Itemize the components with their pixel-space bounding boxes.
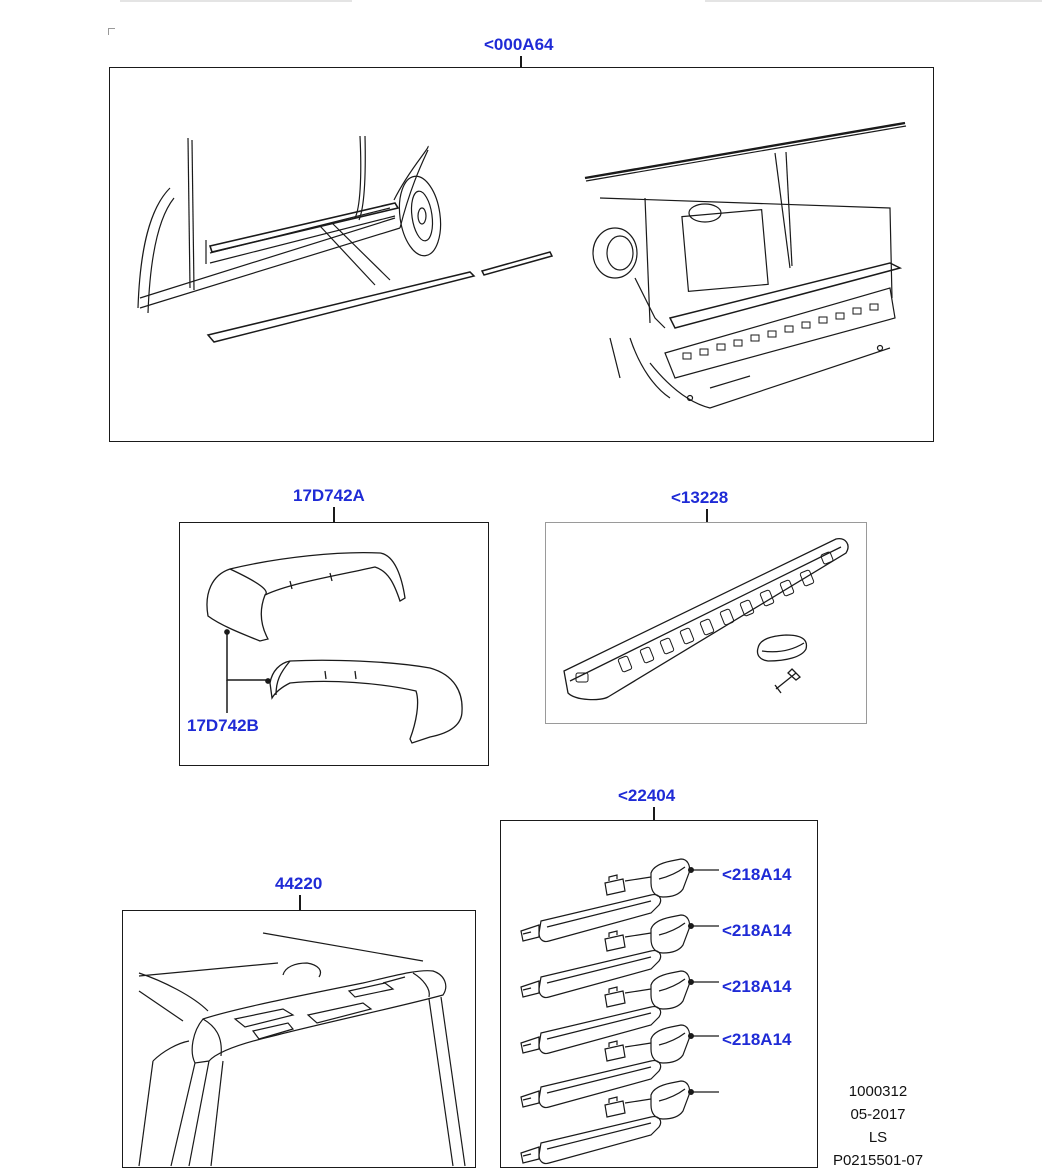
corner-mark xyxy=(108,28,115,35)
spoiler-illustration xyxy=(123,911,477,1169)
callout-handle-cover-2[interactable]: <218A14 xyxy=(722,921,792,940)
footer-date: 05-2017 xyxy=(850,1106,906,1123)
footer-model: LS xyxy=(868,1129,888,1146)
callout-handle-cover-3[interactable]: <218A14 xyxy=(722,977,792,996)
callout-spoiler[interactable]: 44220 xyxy=(275,874,323,893)
panel-main xyxy=(109,67,934,442)
callout-bumper-protector[interactable]: <13228 xyxy=(671,488,729,507)
top-bar-right xyxy=(705,0,1042,2)
callout-handle-cover-1[interactable]: <218A14 xyxy=(722,865,792,884)
panel-bumper-protector xyxy=(545,522,867,724)
leader-main xyxy=(520,56,522,68)
callout-door-handles[interactable]: <22404 xyxy=(618,786,676,805)
footer-code-1: 1000312 xyxy=(848,1083,908,1100)
panel-mirror-caps xyxy=(179,522,489,766)
top-bar-left xyxy=(120,0,352,2)
panel-door-handles xyxy=(500,820,818,1168)
footer-illustration-id: P0215501-07 xyxy=(832,1152,924,1169)
callout-mirror-cap-a[interactable]: 17D742A xyxy=(293,486,365,505)
leader-mirror-cap-a xyxy=(333,507,335,523)
callout-main[interactable]: <000A64 xyxy=(484,35,554,54)
bumper-protector-illustration xyxy=(546,523,868,725)
leader-door-handles xyxy=(653,807,655,821)
callout-handle-cover-4[interactable]: <218A14 xyxy=(722,1030,792,1049)
side-moulding-illustration xyxy=(110,68,935,443)
leader-bumper-protector xyxy=(706,509,708,523)
callout-mirror-cap-b[interactable]: 17D742B xyxy=(187,716,259,735)
mirror-caps-illustration xyxy=(180,523,490,767)
leader-spoiler xyxy=(299,895,301,911)
panel-spoiler xyxy=(122,910,476,1168)
